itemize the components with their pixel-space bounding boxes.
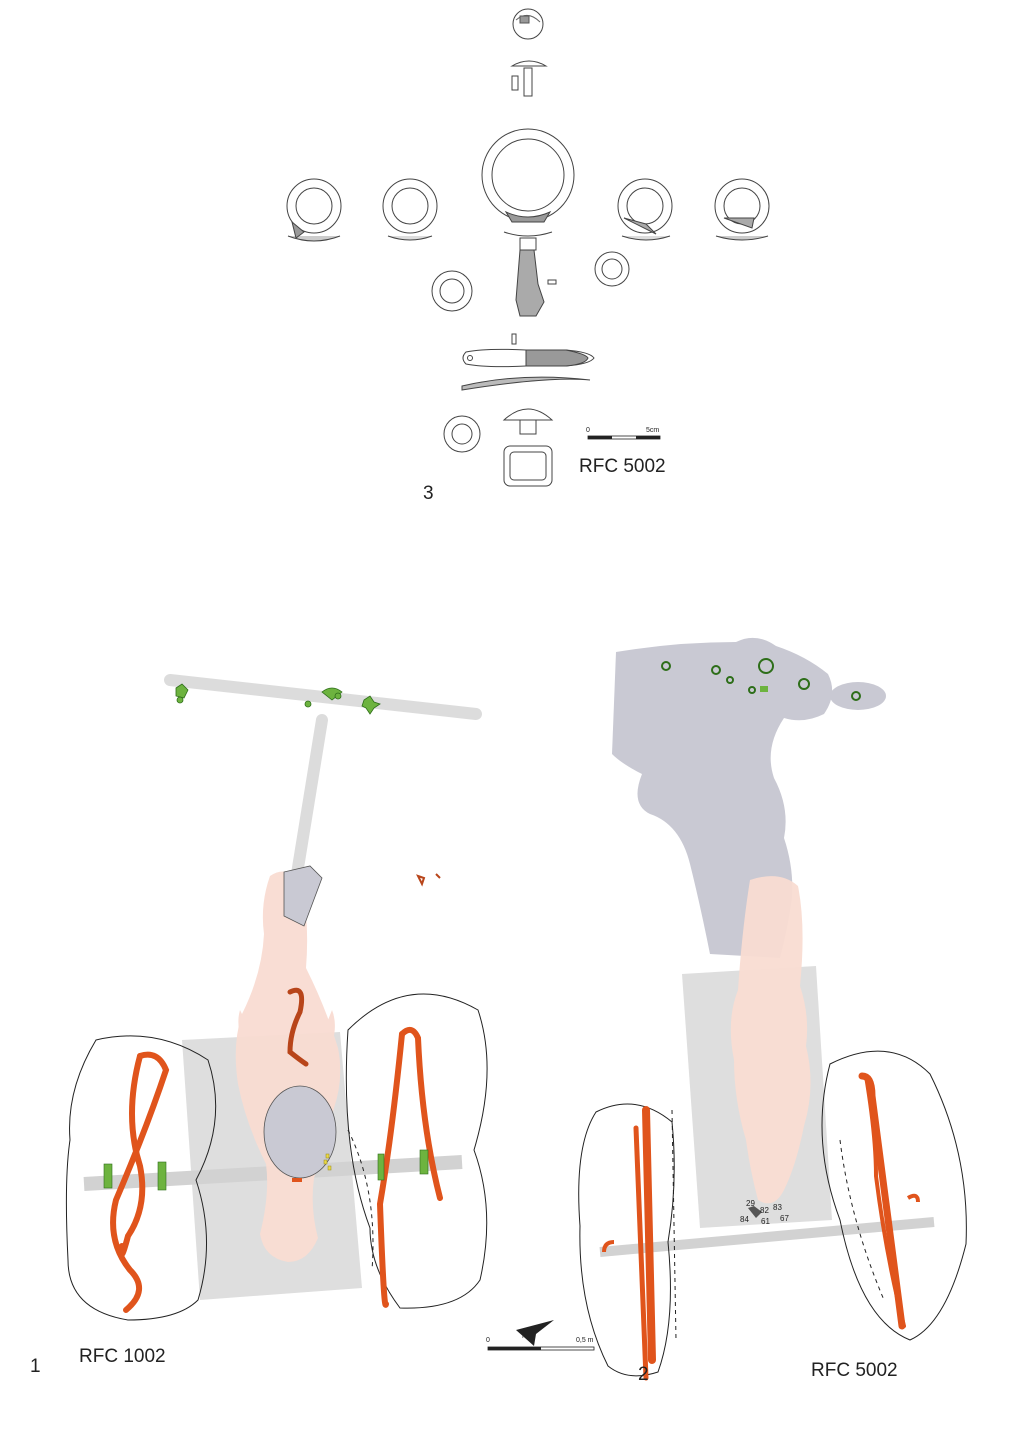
axle-trace-2 (599, 1217, 935, 1257)
iron-tyre-2-left-b (633, 1125, 649, 1381)
stain-head (283, 865, 323, 927)
bronze-fragment-2 (760, 686, 768, 692)
find-83: 83 (773, 1203, 782, 1212)
pole-trace (290, 714, 328, 886)
artefact-terret-4 (714, 178, 770, 241)
iron-fragment (416, 873, 441, 887)
hub-bronze-fittings (103, 1149, 429, 1191)
wheel-pit-right (345, 993, 488, 1309)
dashed-pit-2-left (671, 1109, 677, 1341)
iron-hook (287, 987, 309, 1067)
find-84: 84 (740, 1215, 749, 1224)
wheel-pit-2-left (578, 1103, 675, 1377)
artefact-ring-right (594, 251, 630, 287)
north-arrow-icon: N (516, 1320, 554, 1346)
find-67: 67 (780, 1214, 789, 1223)
artefact-terret-2 (382, 178, 438, 241)
panel-1-plan (65, 674, 488, 1321)
iron-tyre-left (110, 1051, 170, 1313)
find-29: 29 (746, 1199, 755, 1208)
artefact-bar (461, 333, 595, 391)
artefact-terret-large (481, 128, 575, 251)
wheel-pit-left (65, 1035, 217, 1321)
iron-tyre-2-right-a (858, 1072, 906, 1330)
panel-1-caption: RFC 1002 (79, 1346, 166, 1367)
wheel-pit-2-right (821, 1050, 967, 1341)
artefact-ring-left (431, 270, 473, 312)
iron-tyre-left-inner (118, 1053, 146, 1257)
plan-scale-end: 0,5 m (576, 1337, 594, 1344)
panel-1-number: 1 (30, 1356, 41, 1377)
svg-text:N: N (522, 1333, 527, 1340)
skeleton-body-2 (730, 876, 811, 1204)
artefact-terret-3 (617, 178, 673, 241)
artefact-stud (502, 408, 554, 487)
artefact-ring-bottom (443, 415, 481, 453)
artefact-stem (515, 249, 557, 317)
gold-beads (323, 1153, 332, 1171)
iron-tyre-right-a (399, 1026, 443, 1201)
panel-3-number: 3 (423, 483, 434, 504)
panel-2-caption: RFC 5002 (811, 1360, 898, 1381)
artefact-knob (510, 8, 548, 97)
bronze-rings-2 (661, 658, 861, 701)
plan-scale-start: 0 (486, 1337, 490, 1344)
panel-3-caption: RFC 5002 (579, 456, 666, 477)
artefact-scale-bar: 0 5cm (586, 427, 661, 440)
small-finds-cluster (748, 1206, 762, 1218)
artefact-terret-1 (286, 178, 342, 242)
iron-linchpin-left (602, 1240, 615, 1253)
artefact-scale-start: 0 (586, 427, 590, 434)
panel-3-artefacts (286, 8, 770, 487)
iron-tyre-2-left-a (642, 1106, 656, 1364)
artefact-scale-end: 5cm (646, 427, 659, 434)
yoke-trace (164, 674, 482, 720)
find-61: 61 (761, 1217, 770, 1226)
iron-tyre-right-b (376, 1031, 405, 1308)
dashed-pit-2-right (839, 1139, 885, 1301)
iron-linchpin-right (906, 1193, 920, 1203)
find-82: 82 (760, 1206, 769, 1215)
panel-2-plan: 29 82 83 84 61 67 (578, 637, 967, 1381)
stain-small (830, 682, 886, 710)
panel-2-number: 2 (638, 1364, 649, 1385)
iron-tyre-2-right-b (864, 1074, 906, 1328)
plan-scale-bar: 0 0,5 m (486, 1337, 595, 1351)
yoke-bronze-fittings (175, 683, 381, 715)
